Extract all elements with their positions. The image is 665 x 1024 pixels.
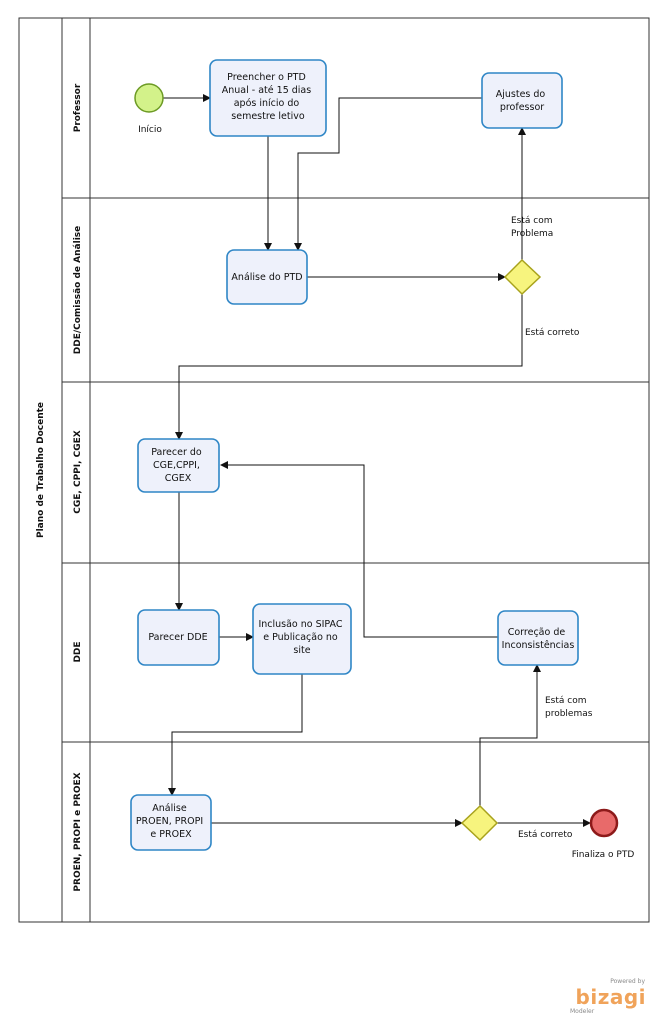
start-event-label: Início [138, 125, 162, 135]
sequence-flows [163, 94, 591, 827]
svg-text:Inclusão no SIPAC e Publ: Inclusão no SIPAC e Publicação no site [258, 619, 345, 656]
task-analise-proen: Análise PROEN, PROPI e PROEX [130, 794, 212, 851]
task-parecer-cge: Parecer do CGE,CPPI, CGEX [137, 438, 220, 493]
svg-text:Parecer do CGE,CPPI,: Parecer do CGE,CPPI, CGEX [151, 447, 205, 484]
flow-gateway-to-parecer-cge [175, 294, 523, 440]
lane-labels: Professor DDE/Comissão de Análise CGE, C… [73, 83, 83, 891]
lane-label-dde-comissao: DDE/Comissão de Análise [73, 226, 83, 355]
task-analise-ptd-line-1: Análise do PTD [231, 272, 302, 283]
pool: Plano de Trabalho Docente [18, 17, 650, 923]
flow-ajustes-to-analise [294, 97, 482, 251]
task-correcao-line-1: Correção de [508, 627, 566, 638]
task-preencher-ptd: Preencher o PTD Anual - até 15 dias após… [209, 59, 327, 137]
svg-text:Ajustes do professor: Ajustes do professor [496, 89, 549, 113]
task-inclusao-sipac: Inclusão no SIPAC e Publicação no site [252, 603, 352, 675]
lane-label-proen-propi-proex: PROEN, PROPI e PROEX [73, 772, 83, 891]
svg-text:Preencher o PTD Anual -: Preencher o PTD Anual - até 15 dias após… [222, 72, 314, 122]
flow-inclusao-to-analise-pro [168, 674, 303, 796]
lane-label-professor: Professor [73, 83, 83, 132]
svg-text:Análise do PTD: Análise do PTD [231, 272, 302, 283]
gateway-proen [460, 804, 499, 842]
task-preencher-line-4: semestre letivo [231, 111, 305, 122]
task-analise-pro-line-3: e PROEX [150, 829, 192, 840]
flow-gateway-to-correcao [479, 664, 541, 806]
task-ajustes-line-2: professor [500, 102, 544, 113]
svg-text:Análise PROEN, PROPI: Análise PROEN, PROPI e PROEX [136, 803, 206, 840]
task-parecer-dde: Parecer DDE [137, 609, 220, 666]
task-preencher-line-1: Preencher o PTD [227, 72, 306, 83]
end-event: Finaliza o PTD [572, 808, 635, 860]
task-parecer-cge-line-1: Parecer do [151, 447, 202, 458]
task-analise-ptd: Análise do PTD [226, 249, 308, 305]
brand-powered-text: Powered by [610, 978, 645, 985]
task-ajustes-line-1: Ajustes do [496, 89, 546, 100]
gateway-analise [503, 258, 542, 296]
end-event-label: Finaliza o PTD [572, 850, 635, 860]
task-parecer-cge-line-3: CGEX [165, 473, 192, 484]
task-preencher-line-2: Anual - até 15 dias [222, 85, 311, 96]
lane-label-dde: DDE [73, 641, 83, 662]
task-preencher-line-3: após início do [234, 98, 300, 109]
task-analise-pro-line-2: PROEN, PROPI [136, 816, 203, 827]
task-analise-pro-line-1: Análise [152, 803, 187, 814]
flow-correcao-to-parecer-cge [220, 461, 498, 638]
bizagi-logo: Powered by bizagi Modeler [570, 978, 646, 1015]
task-inclusao-line-2: e Publicação no [263, 632, 338, 643]
brand-modeler-text: Modeler [570, 1008, 595, 1015]
task-parecer-cge-line-2: CGE,CPPI, [153, 460, 200, 471]
lane-label-cge-cppi-cgex: CGE, CPPI, CGEX [73, 430, 83, 514]
start-event: Início [134, 83, 164, 135]
flow-label-com-problema: Está com Problema [511, 216, 555, 239]
task-ajustes-professor: Ajustes do professor [481, 72, 563, 129]
flow-label-com-problemas: Está com problemas [545, 696, 593, 719]
task-inclusao-line-3: site [293, 645, 310, 656]
task-inclusao-line-1: Inclusão no SIPAC [258, 619, 342, 630]
flow-label-correto-2: Está correto [518, 830, 573, 840]
brand-name-text: bizagi [576, 985, 646, 1009]
task-correcao-inconsistencias: Correção de Inconsistências [497, 610, 579, 666]
task-parecer-dde-line-1: Parecer DDE [148, 632, 207, 643]
pool-title: Plano de Trabalho Docente [36, 402, 46, 538]
task-correcao-line-2: Inconsistências [502, 640, 575, 651]
flow-label-correto-1: Está correto [525, 328, 580, 338]
svg-text:Correção de Inconsistênc: Correção de Inconsistências [502, 627, 575, 651]
svg-text:Parecer DDE: Parecer DDE [148, 632, 207, 643]
